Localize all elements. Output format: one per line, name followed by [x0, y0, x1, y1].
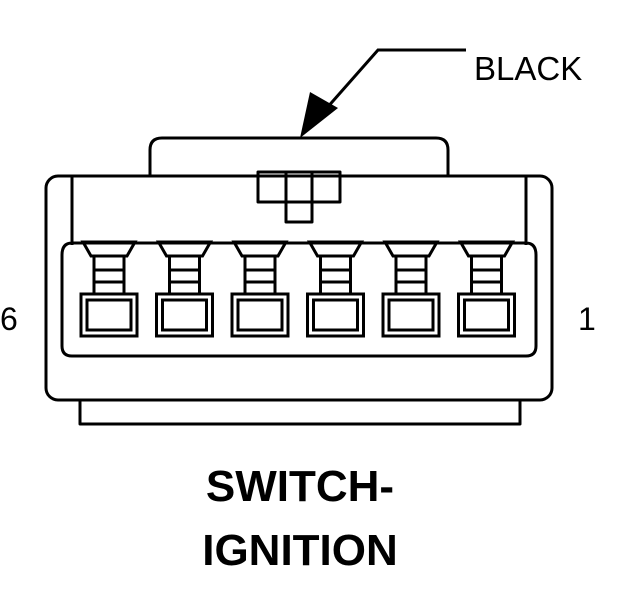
connector-title-line2: IGNITION	[202, 526, 398, 575]
terminal-cavity	[79, 240, 139, 338]
color-callout-arrow	[300, 48, 466, 138]
wire-color-label: BLACK	[474, 50, 583, 87]
connector-title-line1: SWITCH-	[205, 462, 395, 511]
terminal-cavity	[381, 240, 441, 338]
terminal-cavity	[306, 240, 365, 338]
connector-cavity	[60, 176, 538, 358]
terminal-cavity	[230, 240, 290, 338]
pin-number-right: 1	[578, 301, 596, 337]
connector-top-hump	[148, 136, 450, 176]
pin-number-left: 6	[0, 301, 18, 337]
pin-row	[79, 240, 516, 338]
connector-body	[44, 174, 554, 402]
locking-tab-stem	[284, 170, 314, 224]
terminal-cavity	[457, 240, 516, 338]
terminal-cavity	[155, 240, 214, 338]
connector-bottom-lip	[78, 400, 522, 426]
